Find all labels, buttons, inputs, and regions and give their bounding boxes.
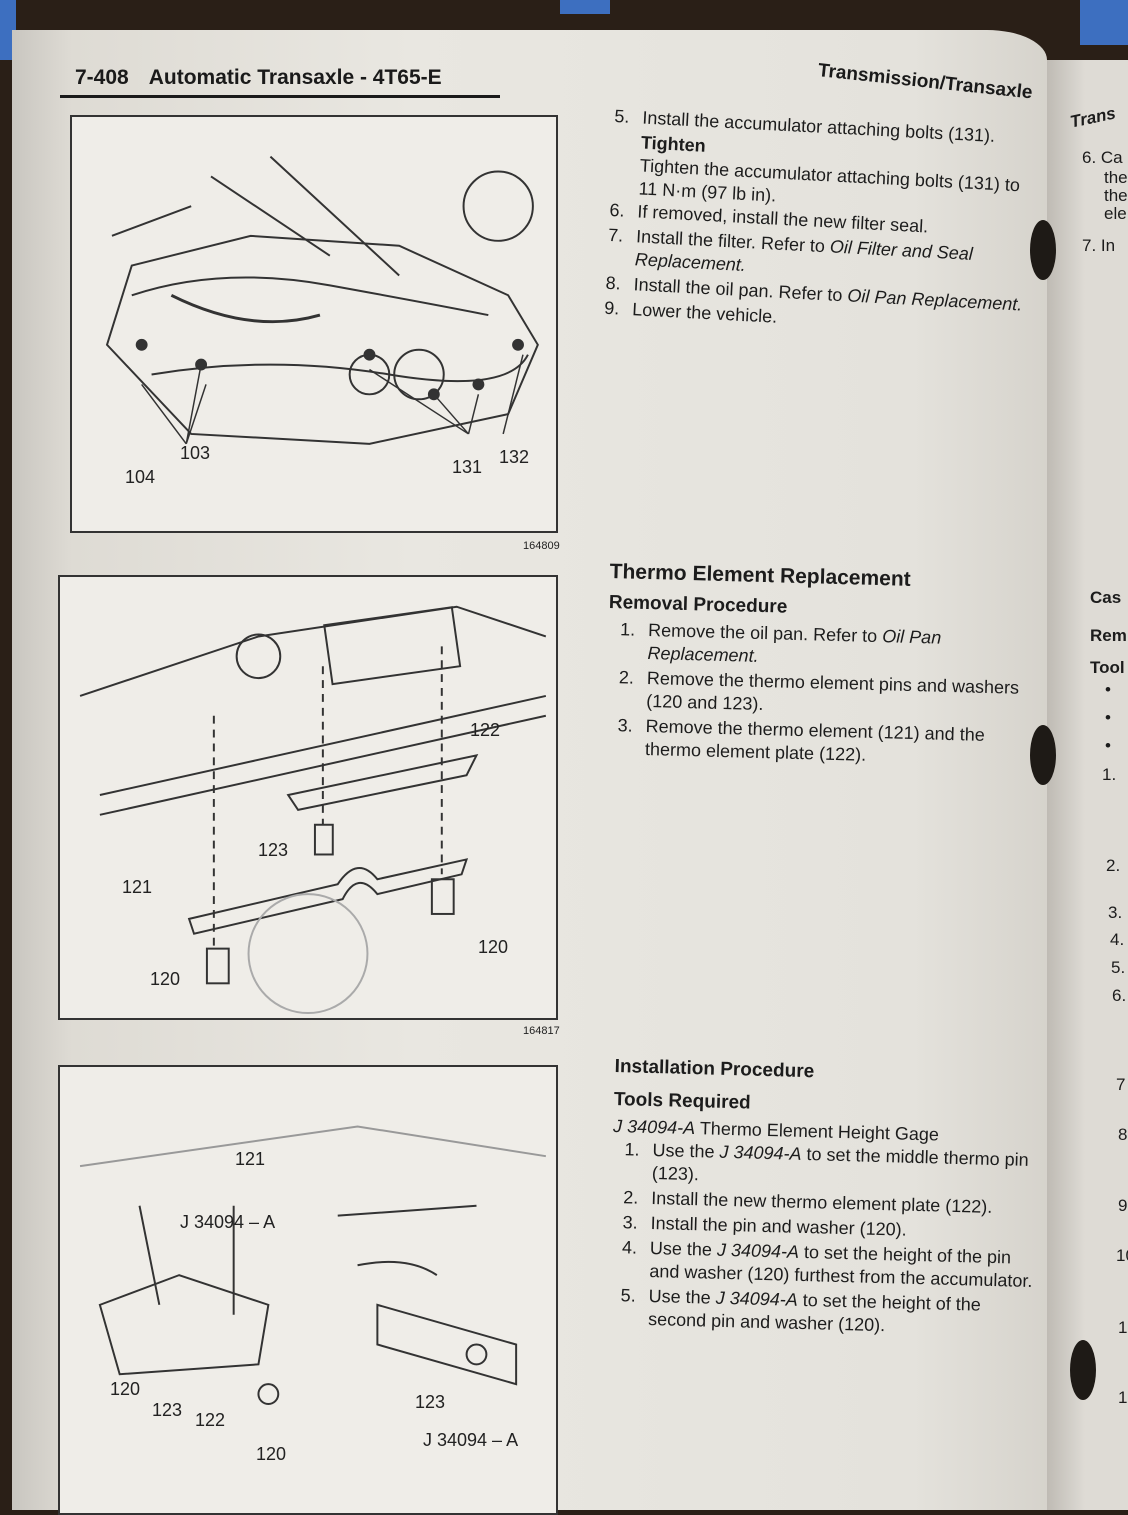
right-text: 4. xyxy=(1110,930,1125,949)
callout: 123 xyxy=(258,840,289,860)
callout: 104 xyxy=(125,467,156,487)
right-text: 3. xyxy=(1108,903,1123,922)
figure-number: 164817 xyxy=(523,1025,560,1037)
right-text: 5. xyxy=(1111,958,1126,977)
callout: J 34094 – A xyxy=(423,1430,519,1450)
text: J 34094-A xyxy=(716,1239,800,1262)
binder-hole xyxy=(1070,1340,1096,1400)
figure-thermo-installation: 121 J 34094 – A 120 123 122 120 123 J 34… xyxy=(58,1065,558,1515)
text: Use the xyxy=(649,1237,718,1260)
right-text: 1 xyxy=(1118,1388,1128,1407)
right-text: 9 xyxy=(1118,1196,1128,1215)
figure-thermo-removal: 122 123 121 120 120 xyxy=(58,575,558,1020)
right-text: the xyxy=(1104,168,1128,187)
right-text: 6. Ca xyxy=(1082,148,1123,167)
callout: 122 xyxy=(470,720,501,740)
callout: J 34094 – A xyxy=(180,1212,276,1232)
callout: 120 xyxy=(150,969,181,989)
text: 3. xyxy=(617,715,633,736)
text: 5. xyxy=(620,1285,636,1306)
text: 3. xyxy=(622,1212,638,1233)
thermo-removal-section: Thermo Element Replacement Removal Proce… xyxy=(605,560,1035,773)
binder-hole xyxy=(1030,220,1056,280)
facing-page xyxy=(1045,60,1128,1510)
text: J 34094-A xyxy=(612,1115,696,1139)
right-text: 10 xyxy=(1116,1246,1128,1265)
blue-tape xyxy=(560,0,610,14)
page-title: Automatic Transaxle - 4T65-E xyxy=(148,66,442,89)
callout: 123 xyxy=(415,1392,446,1412)
text: Lower the vehicle. xyxy=(631,299,778,327)
callout: 121 xyxy=(235,1149,266,1169)
figure-number: 164809 xyxy=(523,540,560,552)
text: 8. xyxy=(605,272,622,294)
right-text: 6. xyxy=(1112,986,1127,1005)
text: Remove the thermo element (121) and the … xyxy=(644,715,986,765)
callout: 121 xyxy=(122,877,153,897)
callout: 120 xyxy=(478,937,509,957)
text: J 34094-A xyxy=(719,1141,802,1164)
text: Use the xyxy=(652,1140,720,1162)
callout: 132 xyxy=(499,447,530,467)
text: 2. xyxy=(623,1187,639,1208)
callout: 120 xyxy=(256,1444,287,1464)
text: 7. xyxy=(607,224,624,246)
right-text: 7. In xyxy=(1082,236,1116,255)
thermo-installation-section: Installation Procedure Tools Required J … xyxy=(608,1055,1040,1343)
text: Tighten the accumulator attaching bolts … xyxy=(638,155,1021,206)
text: 6. xyxy=(608,199,626,221)
right-text: 7 xyxy=(1116,1075,1126,1094)
page-header: 7-408 Automatic Transaxle - 4T65-E xyxy=(75,66,442,90)
text: 5. xyxy=(613,105,630,127)
callout: 131 xyxy=(452,457,483,477)
callout: 122 xyxy=(195,1410,226,1430)
text: 2. xyxy=(618,667,635,688)
right-heading: Tool xyxy=(1090,658,1125,677)
figure-accumulator-bolts: 103 104 131 132 xyxy=(70,115,558,533)
right-text: the xyxy=(1104,186,1128,205)
header-rule xyxy=(60,95,500,98)
page-number: 7-408 xyxy=(75,66,129,89)
callout: 103 xyxy=(180,443,211,463)
install-steps-top: 5.Install the accumulator attaching bolt… xyxy=(604,105,1035,344)
callout: 120 xyxy=(110,1379,141,1399)
text: Remove the oil pan. Refer to xyxy=(647,620,883,647)
right-text: 8 xyxy=(1118,1125,1128,1144)
text: 1. xyxy=(619,619,636,640)
blue-tape xyxy=(1080,0,1128,45)
text: 4. xyxy=(621,1237,638,1258)
binder-hole xyxy=(1030,725,1056,785)
right-text: ele xyxy=(1104,204,1127,223)
tighten-label: Tighten xyxy=(640,132,707,156)
right-text: 2. xyxy=(1106,856,1121,875)
right-text: 1. xyxy=(1102,765,1117,784)
callout: 123 xyxy=(152,1400,183,1420)
text: Remove the thermo element pins and washe… xyxy=(646,668,1020,715)
right-heading: Rem xyxy=(1090,626,1127,645)
right-heading: Cas xyxy=(1090,588,1122,607)
text: 9. xyxy=(603,297,620,319)
text: J 34094-A xyxy=(715,1287,799,1310)
text: 1. xyxy=(624,1139,640,1160)
text: Use the xyxy=(648,1285,716,1308)
right-text: 1 xyxy=(1118,1318,1128,1337)
